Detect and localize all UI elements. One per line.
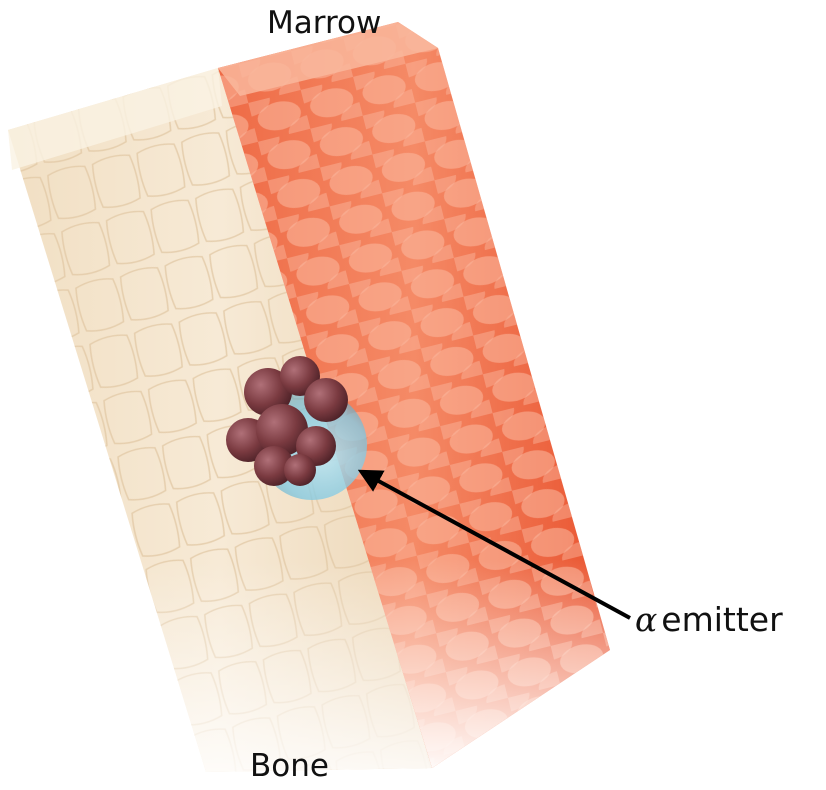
marrow-label: Marrow: [267, 8, 381, 39]
alpha-emitter-label: αemitter: [635, 603, 783, 636]
alpha-symbol: α: [635, 600, 657, 639]
emitter-text: emitter: [661, 600, 782, 639]
bone-label: Bone: [250, 751, 329, 782]
